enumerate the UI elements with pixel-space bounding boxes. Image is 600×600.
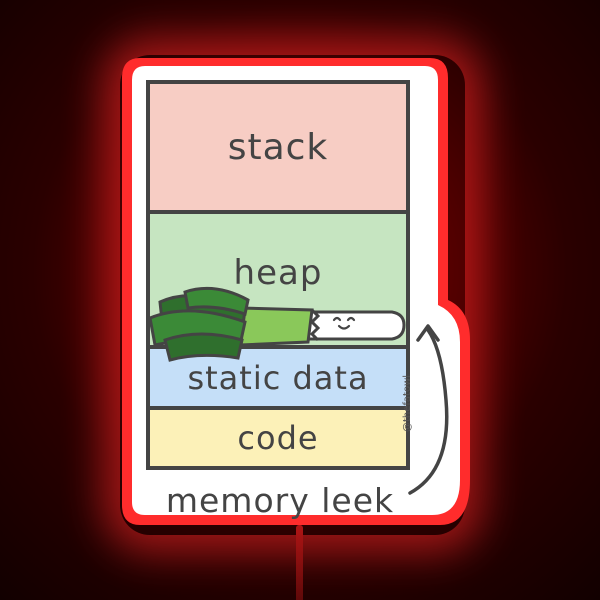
code-block — [146, 406, 410, 470]
sticker-title: memory leek — [165, 480, 395, 520]
stack-label: stack — [227, 126, 329, 168]
code-label: code — [237, 419, 319, 457]
stack-block — [146, 80, 410, 214]
heap-label: heap — [233, 253, 323, 293]
power-cord — [296, 525, 303, 600]
static-data-label: static data — [187, 359, 369, 397]
artist-credit: @thefatowl — [402, 374, 413, 432]
leek-icon — [148, 286, 406, 362]
curved-arrow-icon — [408, 324, 449, 495]
